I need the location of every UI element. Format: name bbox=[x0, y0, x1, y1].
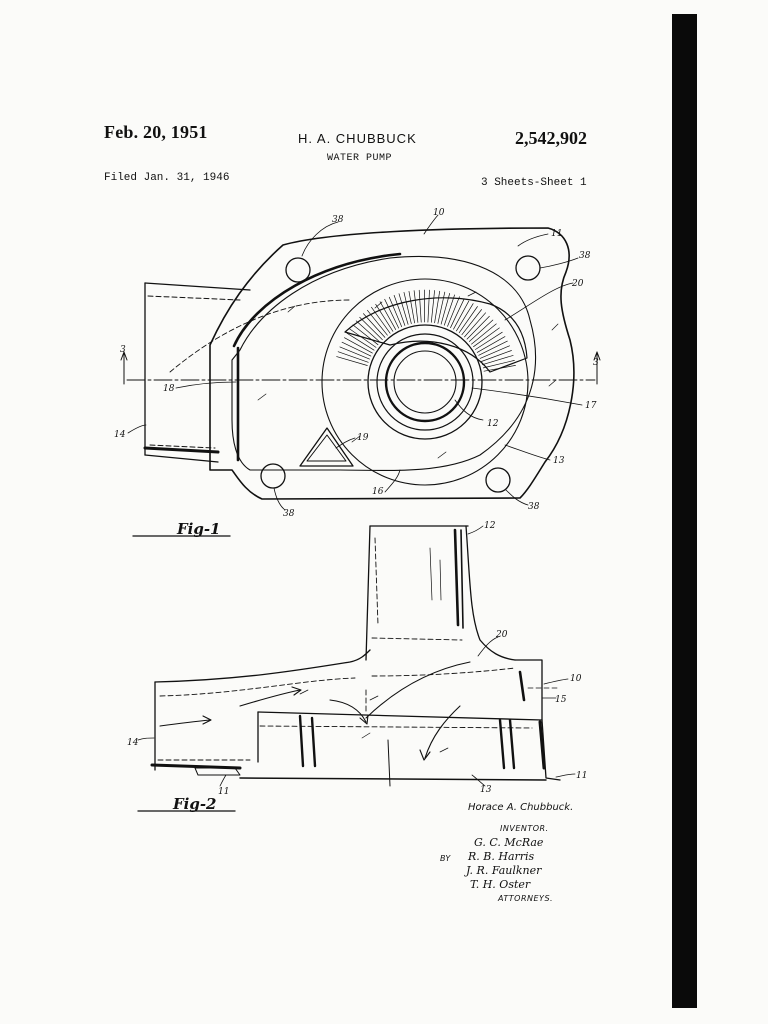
figure-1-labels: 38 10 11 38 20 3 3 18 14 19 12 17 13 16 … bbox=[114, 208, 599, 538]
impeller-vane-line bbox=[398, 293, 409, 325]
impeller-vane-line bbox=[430, 290, 435, 323]
impeller-vane-line bbox=[464, 312, 486, 338]
filed-date: Filed Jan. 31, 1946 bbox=[104, 172, 230, 184]
fig1-ref-38-top-right: 38 bbox=[579, 251, 591, 261]
impeller-vane-line bbox=[479, 345, 510, 359]
signature-block: Horace A. Chubbuck. INVENTOR. BY G. C. M… bbox=[440, 800, 620, 910]
impeller-vane-line bbox=[355, 320, 381, 343]
impeller-vane-line bbox=[478, 340, 508, 356]
fig2-ref-12: 12 bbox=[484, 521, 496, 531]
patent-number: 2,542,902 bbox=[515, 128, 587, 148]
fig2-ref-15: 15 bbox=[555, 695, 567, 705]
fig1-ref-20: 20 bbox=[571, 279, 584, 289]
fig1-ref-11: 11 bbox=[551, 229, 562, 239]
impeller-vane-line bbox=[466, 315, 490, 340]
inventor-name-signature: Horace A. Chubbuck. bbox=[468, 802, 574, 813]
impeller-vane-line bbox=[336, 356, 368, 366]
impeller-vane-line bbox=[359, 316, 383, 341]
fig2-ref-13: 13 bbox=[480, 785, 492, 795]
figure-1-label: Fig-1 bbox=[176, 520, 221, 538]
impeller-vane-line bbox=[481, 350, 512, 362]
impeller-vane-line bbox=[346, 332, 375, 351]
fig1-ref-3-right: 3 bbox=[593, 358, 599, 368]
fig1-ref-19: 19 bbox=[357, 433, 369, 443]
impeller-vane-line bbox=[384, 298, 400, 329]
inventor-caption: INVENTOR. bbox=[500, 824, 549, 833]
fig1-ref-3-left: 3 bbox=[120, 345, 126, 355]
impeller-vane-line bbox=[352, 324, 379, 346]
impeller-vane-line bbox=[341, 341, 372, 357]
impeller-vane-line bbox=[413, 290, 419, 323]
figure-2-drawing bbox=[137, 525, 576, 812]
impeller-vane-line bbox=[367, 309, 388, 336]
impeller-vane-line bbox=[482, 360, 515, 369]
impeller-vane-line bbox=[471, 323, 497, 345]
fig1-ref-18: 18 bbox=[163, 384, 175, 394]
fig1-ref-12: 12 bbox=[487, 419, 499, 429]
fig1-ref-10: 10 bbox=[433, 208, 445, 218]
impeller-vane-line bbox=[418, 289, 422, 323]
attorney-signature: R. B. Harris bbox=[468, 850, 535, 863]
attorney-signature: J. R. Faulkner bbox=[466, 864, 542, 877]
impeller-vane-line bbox=[482, 355, 514, 366]
impeller-vane-line bbox=[393, 294, 406, 326]
fig2-ref-10: 10 bbox=[570, 674, 582, 684]
fig1-ref-16: 16 bbox=[372, 487, 384, 497]
attorney-signature: T. H. Oster bbox=[470, 878, 531, 891]
fig2-ref-11-left: 11 bbox=[218, 787, 229, 797]
impeller-vane-line bbox=[443, 294, 455, 326]
impeller-vane-line bbox=[473, 327, 500, 348]
impeller-vane-line bbox=[440, 293, 451, 325]
impeller-vane-line bbox=[379, 301, 397, 330]
impeller-vane-line bbox=[437, 291, 446, 324]
impeller-vane-line bbox=[375, 303, 394, 332]
by-label: BY bbox=[440, 854, 451, 863]
impeller-vane-line bbox=[447, 296, 460, 327]
fig1-ref-38-top-left: 38 bbox=[332, 215, 344, 225]
impeller-vane-line bbox=[363, 313, 386, 338]
patent-title: WATER PUMP bbox=[327, 153, 393, 164]
impeller-vane-line bbox=[339, 346, 370, 360]
impeller-vane-line bbox=[427, 289, 430, 323]
impeller-vane-line bbox=[388, 296, 403, 328]
impeller-vane-line bbox=[458, 306, 478, 334]
inventor-name-header: H. A. CHUBBUCK bbox=[298, 131, 417, 146]
fig2-ref-14: 14 bbox=[127, 738, 139, 748]
impeller-vane-line bbox=[461, 309, 482, 336]
impeller-vane-line bbox=[475, 331, 503, 350]
impeller-vane-line bbox=[344, 337, 373, 354]
fig2-ref-20: 20 bbox=[495, 630, 508, 640]
figure-2-labels: 12 20 10 15 14 11 13 11 Fig-2 bbox=[127, 521, 587, 813]
fig1-ref-38-bottom-left: 38 bbox=[283, 509, 295, 519]
figure-1-drawing bbox=[120, 214, 601, 537]
impeller-vane-line bbox=[453, 300, 470, 330]
attorneys-caption: ATTORNEYS. bbox=[498, 894, 554, 903]
sheet-count: 3 Sheets-Sheet 1 bbox=[481, 177, 587, 189]
fig1-ref-17: 17 bbox=[585, 401, 597, 411]
impeller-vane-line bbox=[403, 292, 412, 324]
impeller-vane-line bbox=[468, 319, 494, 342]
fig2-ref-11-right: 11 bbox=[576, 771, 587, 781]
attorney-signature: G. C. McRae bbox=[474, 836, 544, 849]
impeller-vane-line bbox=[408, 291, 415, 324]
impeller-vane-line bbox=[476, 336, 506, 353]
binding-bar bbox=[672, 14, 697, 1008]
patent-date: Feb. 20, 1951 bbox=[104, 122, 208, 142]
impeller-vane-line bbox=[434, 290, 441, 324]
impeller-vane-line bbox=[483, 365, 516, 372]
fig1-ref-38-bottom-right: 38 bbox=[528, 502, 540, 512]
impeller-vane-line bbox=[349, 328, 377, 348]
impeller-vane-line bbox=[371, 306, 391, 334]
fig1-ref-13: 13 bbox=[553, 456, 565, 466]
impeller-vane-line bbox=[337, 351, 369, 363]
fig1-ref-14: 14 bbox=[114, 430, 126, 440]
impeller-vane-line bbox=[456, 303, 474, 332]
impeller-vane-line bbox=[450, 298, 465, 329]
figure-2-label: Fig-2 bbox=[172, 795, 217, 813]
